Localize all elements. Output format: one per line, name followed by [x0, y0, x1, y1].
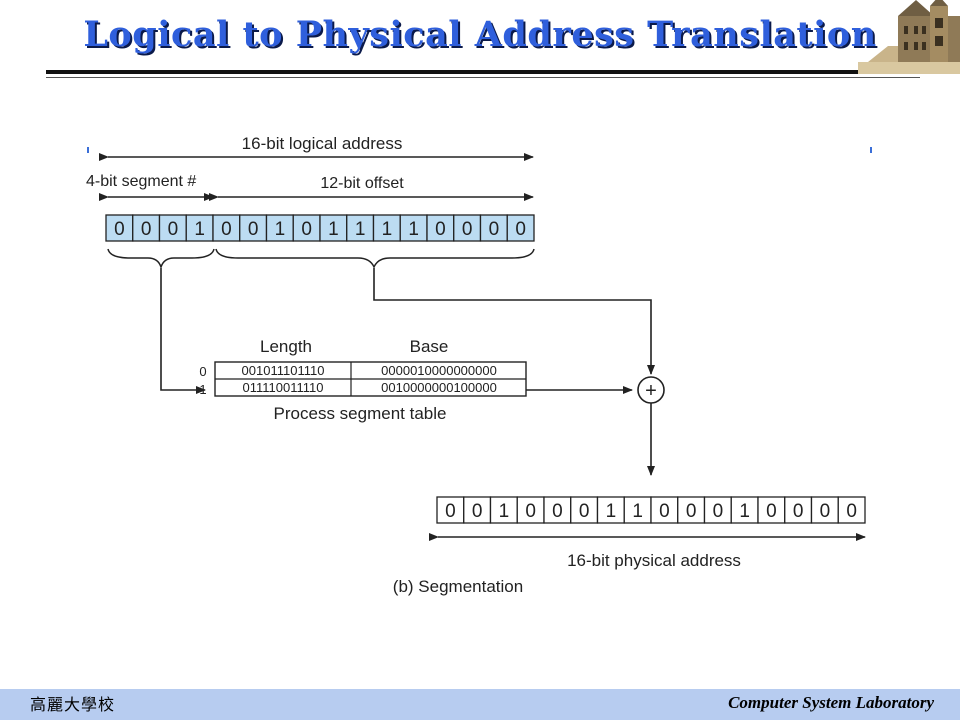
physical-bit-cell	[623, 496, 652, 524]
footer-bar: 高麗大學校 Computer System Laboratory	[0, 689, 960, 720]
physical-bit-cell	[650, 496, 679, 524]
logical-bit-cell	[292, 214, 321, 242]
physical-bit-value: 0	[713, 501, 724, 522]
physical-bit-value: 0	[846, 501, 857, 522]
logical-bit-value: 0	[168, 219, 179, 240]
physical-bit-value: 1	[499, 501, 510, 522]
logical-bit-value: 1	[194, 219, 205, 240]
page-title: Logical to Physical Address Translation	[83, 14, 877, 55]
physical-bit-cell	[516, 496, 545, 524]
physical-bit-value: 0	[579, 501, 590, 522]
physical-bit-value: 0	[766, 501, 777, 522]
logical-bit-value: 0	[141, 219, 152, 240]
physical-bit-value: 0	[525, 501, 536, 522]
logical-bit-value: 0	[301, 219, 312, 240]
physical-bit-value: 0	[445, 501, 456, 522]
figure-caption: (b) Segmentation	[393, 577, 523, 596]
table-cell-length: 001011101110	[242, 363, 325, 378]
logical-bit-cell	[132, 214, 161, 242]
logical-bit-value: 0	[221, 219, 232, 240]
physical-bit-value: 1	[632, 501, 643, 522]
table-header-base: Base	[410, 337, 449, 356]
offset-label: 12-bit offset	[320, 175, 404, 192]
logical-bit-value: 1	[355, 219, 366, 240]
edge-mark	[870, 147, 872, 153]
logical-bit-cell	[426, 214, 455, 242]
physical-bit-cell	[837, 496, 866, 524]
adder-circle	[637, 376, 665, 404]
physical-bit-value: 1	[739, 501, 750, 522]
logical-bit-value: 0	[462, 219, 473, 240]
physical-bit-cell	[489, 496, 518, 524]
logical-bit-cell	[105, 214, 134, 242]
physical-bit-cell	[810, 496, 839, 524]
physical-bit-cell	[677, 496, 706, 524]
logical-bit-value: 0	[489, 219, 500, 240]
table-header-length: Length	[260, 337, 312, 356]
logical-bit-cell	[346, 214, 375, 242]
edge-mark	[87, 147, 89, 153]
logical-bit-cell	[372, 214, 401, 242]
logical-address-label: 16-bit logical address	[242, 134, 403, 153]
physical-bit-cell	[596, 496, 625, 524]
logical-bit-value: 1	[382, 219, 393, 240]
physical-bit-value: 0	[686, 501, 697, 522]
lab-name: Computer System Laboratory	[728, 693, 934, 712]
physical-bit-value: 0	[793, 501, 804, 522]
logical-bit-value: 1	[328, 219, 339, 240]
table-row-index: 1	[199, 382, 206, 397]
segment-brace	[107, 248, 215, 270]
logical-bit-value: 0	[435, 219, 446, 240]
physical-bit-cell	[730, 496, 759, 524]
logical-bit-value: 0	[114, 219, 125, 240]
university-name: 高麗大學校	[30, 695, 116, 714]
segment-index-arrow	[160, 268, 206, 394]
logical-bit-value: 1	[408, 219, 419, 240]
university-building-icon	[858, 0, 960, 74]
offset-to-adder-arrow	[373, 268, 655, 375]
logical-bit-cell	[158, 214, 187, 242]
table-cell-base: 0000010000000000	[381, 363, 497, 378]
logical-bit-cell	[506, 214, 535, 242]
logical-bit-cell	[453, 214, 482, 242]
physical-address-label: 16-bit physical address	[567, 551, 741, 570]
physical-bit-value: 0	[472, 501, 483, 522]
adder-plus-icon: +	[645, 380, 657, 402]
physical-bit-value: 0	[552, 501, 563, 522]
physical-bit-value: 0	[820, 501, 831, 522]
segment-number-label: 4-bit segment #	[86, 173, 196, 190]
physical-bit-value: 0	[659, 501, 670, 522]
physical-bit-cell	[436, 496, 465, 524]
logical-bit-value: 0	[248, 219, 259, 240]
table-cell-base: 0010000000100000	[381, 380, 497, 395]
table-cell-length: 011110011110	[243, 380, 324, 395]
physical-bit-cell	[757, 496, 786, 524]
title-underline	[46, 70, 920, 74]
title-underline-thin	[46, 77, 920, 78]
table-row-index: 0	[199, 364, 206, 379]
logical-bit-value: 0	[515, 219, 526, 240]
table-caption: Process segment table	[274, 404, 447, 423]
physical-bit-value: 1	[606, 501, 617, 522]
logical-bit-value: 1	[275, 219, 286, 240]
offset-brace	[215, 248, 535, 269]
